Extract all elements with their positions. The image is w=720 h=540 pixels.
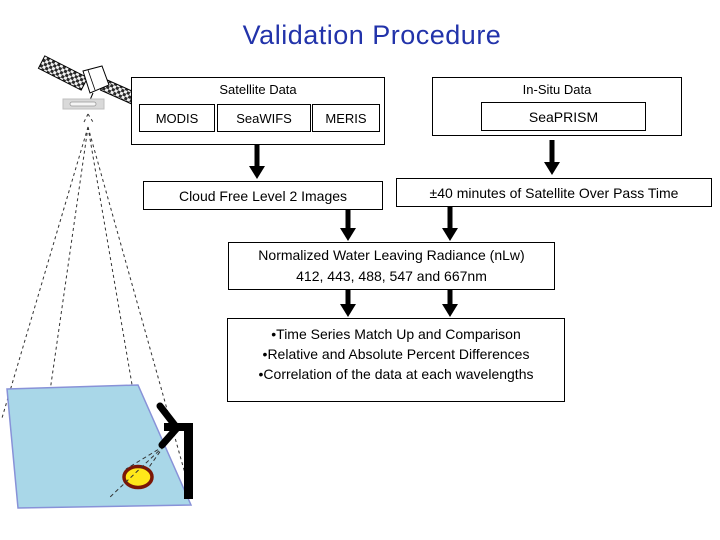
cloud-free-box: Cloud Free Level 2 Images	[143, 181, 383, 210]
meris-box: MERIS	[312, 104, 380, 132]
sea-surface	[6, 384, 193, 509]
measurement-rays-dashed	[108, 445, 165, 499]
slide-title: Validation Procedure	[242, 20, 502, 50]
arrow-radiance-to-analysis-left	[340, 289, 356, 317]
analysis-box: •Time Series Match Up and Comparison •Re…	[227, 318, 565, 402]
arrow-radiance-to-analysis-right	[442, 289, 458, 317]
sensor-plate	[62, 98, 105, 110]
radiance-line2: 412, 443, 488, 547 and 667nm	[296, 268, 487, 284]
modis-box: MODIS	[139, 104, 215, 132]
arrow-cloudfree-to-radiance	[340, 209, 356, 241]
satellite-data-group: Satellite Data MODIS SeaWIFS MERIS	[131, 77, 385, 145]
seaprism-instrument	[156, 402, 193, 499]
radiance-box: Normalized Water Leaving Radiance (nLw) …	[228, 242, 555, 290]
insitu-data-group: In-Situ Data SeaPRISM	[432, 77, 682, 136]
measurement-spot	[122, 464, 154, 490]
arrow-insitu-to-timewindow	[544, 140, 560, 175]
seaprism-box: SeaPRISM	[481, 102, 646, 131]
satellite-data-label: Satellite Data	[219, 82, 297, 97]
analysis-bullet-1: •Time Series Match Up and Comparison	[271, 326, 521, 342]
seawifs-box: SeaWIFS	[217, 104, 311, 132]
arrow-satellite-to-cloudfree	[249, 145, 265, 179]
flow-arrows	[249, 140, 560, 317]
analysis-bullet-2: •Relative and Absolute Percent Differenc…	[262, 346, 530, 362]
scan-cone-dashed-lines	[1, 113, 187, 478]
insitu-data-label: In-Situ Data	[522, 82, 592, 97]
analysis-bullet-3: •Correlation of the data at each wavelen…	[258, 366, 534, 382]
arrow-timewindow-to-radiance	[442, 207, 458, 241]
radiance-line1: Normalized Water Leaving Radiance (nLw)	[258, 247, 525, 263]
time-window-box: ±40 minutes of Satellite Over Pass Time	[396, 178, 712, 207]
